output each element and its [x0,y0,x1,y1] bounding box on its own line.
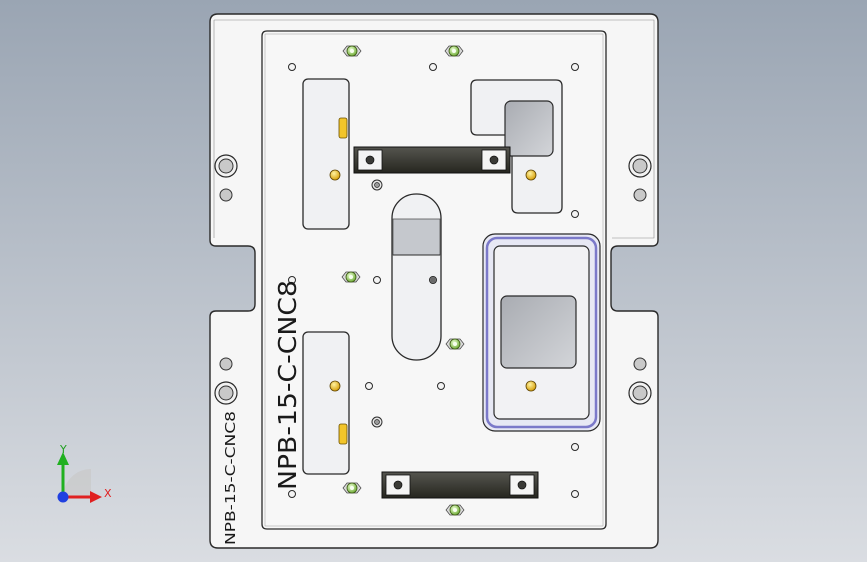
axis-y-label: Y [59,443,67,456]
axis-x-label: X [104,487,112,500]
plate-bevel-line [213,19,655,239]
axis-x-arrow-icon [90,491,102,503]
center-oblong-slot[interactable] [391,193,442,361]
countersunk-holes[interactable] [371,179,436,428]
upper-right-pocket[interactable] [470,79,563,214]
right-frame-pocket[interactable] [482,233,601,432]
lower-clamp-bar[interactable] [381,471,539,499]
triad-plane [63,469,91,497]
axis-y-arrow-icon [57,452,69,465]
engraving-side: NPB-15-C-CNC8 [223,411,239,545]
left-mount-holes[interactable] [214,154,238,405]
green-screws[interactable] [341,45,465,516]
coordinate-triad: Y X [57,443,112,503]
inner-plate-edge [264,33,604,527]
lower-left-slot[interactable] [302,331,350,475]
axis-z-dot-icon [57,491,69,503]
right-mount-holes[interactable] [628,154,652,405]
engraving-main: NPB-15-C-CNC8 [273,280,302,490]
upper-clamp-bar[interactable] [353,146,511,174]
yellow-locating-pins[interactable] [329,169,537,392]
upper-left-slot[interactable] [302,78,350,230]
